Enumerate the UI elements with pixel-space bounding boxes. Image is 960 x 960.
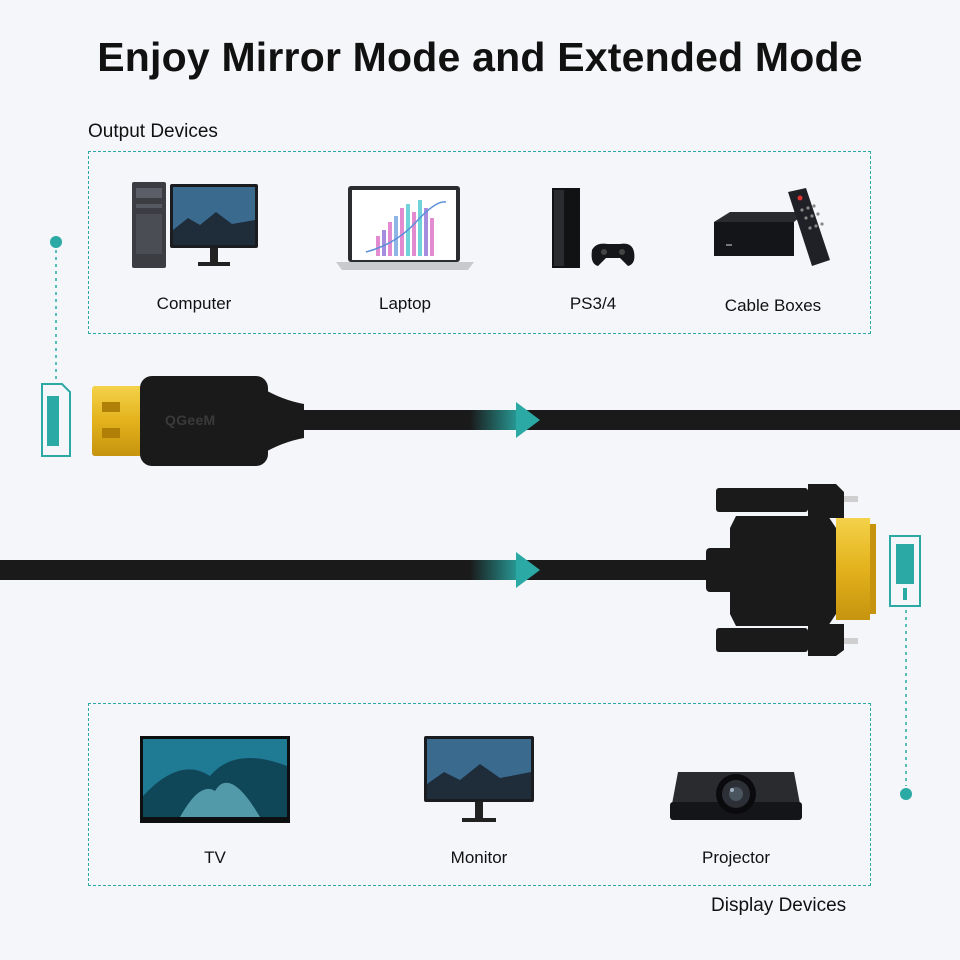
device-label-laptop: Laptop: [379, 294, 431, 313]
display-devices-box: [88, 703, 871, 886]
cable-box-icon: [714, 188, 830, 266]
hdmi-connector: [92, 376, 304, 466]
cable-brand-logo: QGeeM: [165, 412, 216, 428]
device-label-cable-box: Cable Boxes: [724, 296, 822, 315]
display-devices-label: Display Devices: [711, 895, 847, 916]
lower-cable: [0, 560, 712, 580]
device-label-ps: PS3/4: [569, 294, 617, 313]
output-devices-box: [88, 151, 871, 334]
tv-icon: [140, 736, 290, 823]
device-tv: TV: [140, 736, 290, 870]
laptop-icon: [336, 186, 474, 270]
output-devices-label: Output Devices: [88, 121, 218, 142]
device-label-monitor: Monitor: [450, 848, 508, 867]
device-cable-box: Cable Boxes: [710, 186, 836, 316]
dvi-connector: [706, 484, 876, 656]
upper-cable: [300, 410, 960, 430]
upper-flow-arrow: [470, 402, 540, 438]
device-label-computer: Computer: [156, 294, 232, 313]
device-monitor: Monitor: [424, 736, 534, 870]
dvi-port-indicator: [889, 535, 921, 800]
device-ps: PS3/4: [548, 186, 638, 316]
page-title: Enjoy Mirror Mode and Extended Mode: [97, 34, 863, 80]
lower-flow-arrow: [470, 552, 540, 588]
device-computer: Computer: [128, 180, 260, 313]
hdmi-port-indicator: [41, 236, 71, 457]
device-label-tv: TV: [204, 848, 226, 867]
device-laptop: Laptop: [336, 182, 474, 313]
game-console-icon: [552, 188, 635, 268]
projector-icon: [670, 772, 802, 820]
monitor-icon: [424, 736, 534, 822]
computer-icon: [132, 182, 258, 268]
device-label-projector: Projector: [701, 848, 771, 867]
device-projector: Projector: [668, 764, 804, 870]
